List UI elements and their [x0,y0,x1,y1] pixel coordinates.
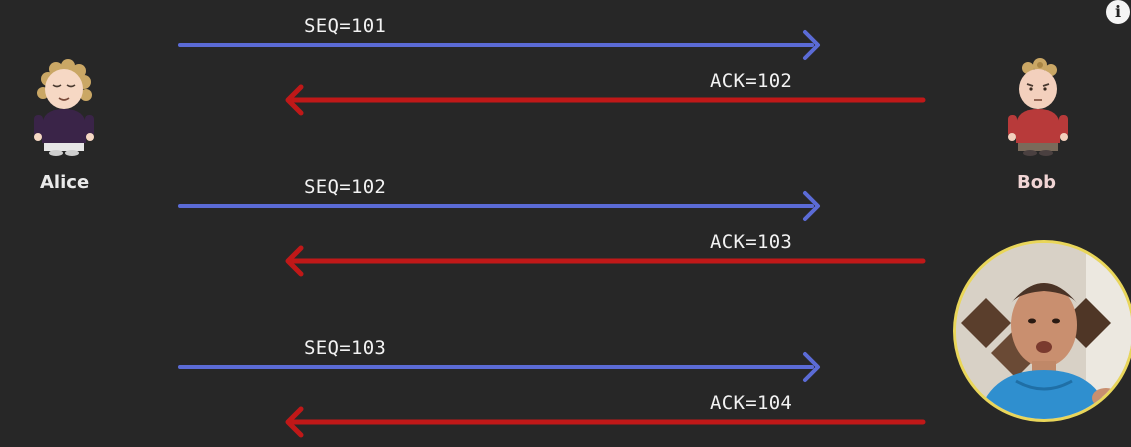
message-arrow-6 [285,406,926,438]
arrow-head [285,406,304,438]
arrow-head [803,352,820,382]
alice-label: Alice [40,172,90,193]
arrow-head [803,30,820,60]
info-icon[interactable]: i [1106,0,1130,24]
message-label-3: SEQ=102 [304,176,387,198]
message-arrows [178,30,926,438]
message-label-6: ACK=104 [710,392,793,414]
bob-label: Bob [1017,172,1056,193]
message-label-5: SEQ=103 [304,337,387,359]
message-arrow-5 [178,352,820,382]
webcam-feed [956,243,1131,419]
message-arrow-2 [285,84,926,116]
arrow-head [285,245,304,277]
message-label-1: SEQ=101 [304,15,387,37]
bob-avatar [1008,58,1068,156]
message-arrow-1 [178,30,820,60]
arrow-head [803,191,820,221]
message-label-4: ACK=103 [710,231,793,253]
message-label-2: ACK=102 [710,70,793,92]
message-arrow-3 [178,191,820,221]
alice-avatar [34,59,94,156]
presenter-webcam [953,240,1131,422]
arrow-head [285,84,304,116]
message-arrow-4 [285,245,926,277]
